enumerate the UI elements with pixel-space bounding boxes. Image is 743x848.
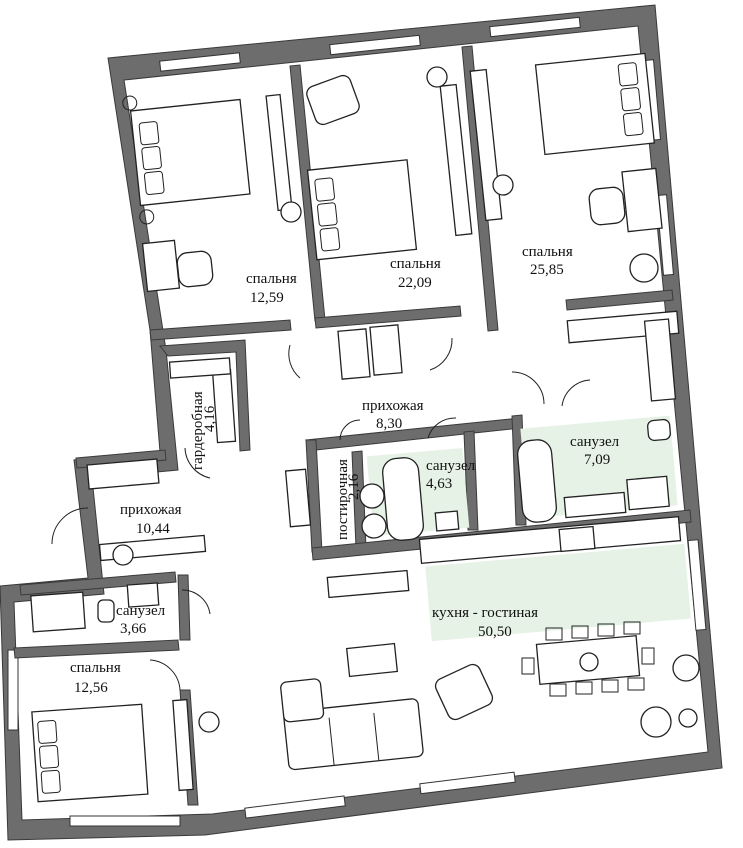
plants [112,66,700,738]
room-name-bedroom-1: спальня [246,271,297,287]
room-name-bedroom-4: спальня [70,660,121,676]
room-name-bathroom-2: санузел [570,434,620,450]
room-name-kitchen-living: кухня - гостиная [432,605,538,621]
room-name-bathroom-3: санузел [116,603,166,619]
room-area-kitchen-living: 50,50 [478,624,512,640]
furniture [30,52,682,803]
room-name-bedroom-3: спальня [522,244,573,260]
room-name-laundry: постирочная [335,459,351,540]
door-swings [51,337,591,691]
room-area-laundry: 2,16 [346,473,362,500]
room-area-wardrobe: 4,16 [202,405,218,432]
room-area-bathroom-2: 7,09 [584,452,610,468]
room-area-bedroom-1: 12,59 [250,290,284,306]
room-name-hallway-2: прихожая [120,502,182,518]
room-name-hallway-1: прихожая [362,398,424,414]
room-area-hallway-2: 10,44 [136,521,170,537]
room-area-bedroom-4: 12,56 [74,680,108,696]
windows [7,16,707,827]
room-area-bedroom-3: 25,85 [530,262,564,278]
room-labels: спальня 12,59 спальня 22,09 спальня 25,8… [70,244,620,696]
room-area-bedroom-2: 22,09 [398,275,432,291]
dining-chairs [521,621,655,697]
room-area-bathroom-1: 4,63 [426,476,452,492]
room-name-bedroom-2: спальня [390,256,441,272]
room-name-bathroom-1: санузел [426,458,476,474]
room-area-bathroom-3: 3,66 [120,621,147,637]
room-name-wardrobe: гардеробная [190,391,206,470]
room-area-hallway-1: 8,30 [376,416,402,432]
